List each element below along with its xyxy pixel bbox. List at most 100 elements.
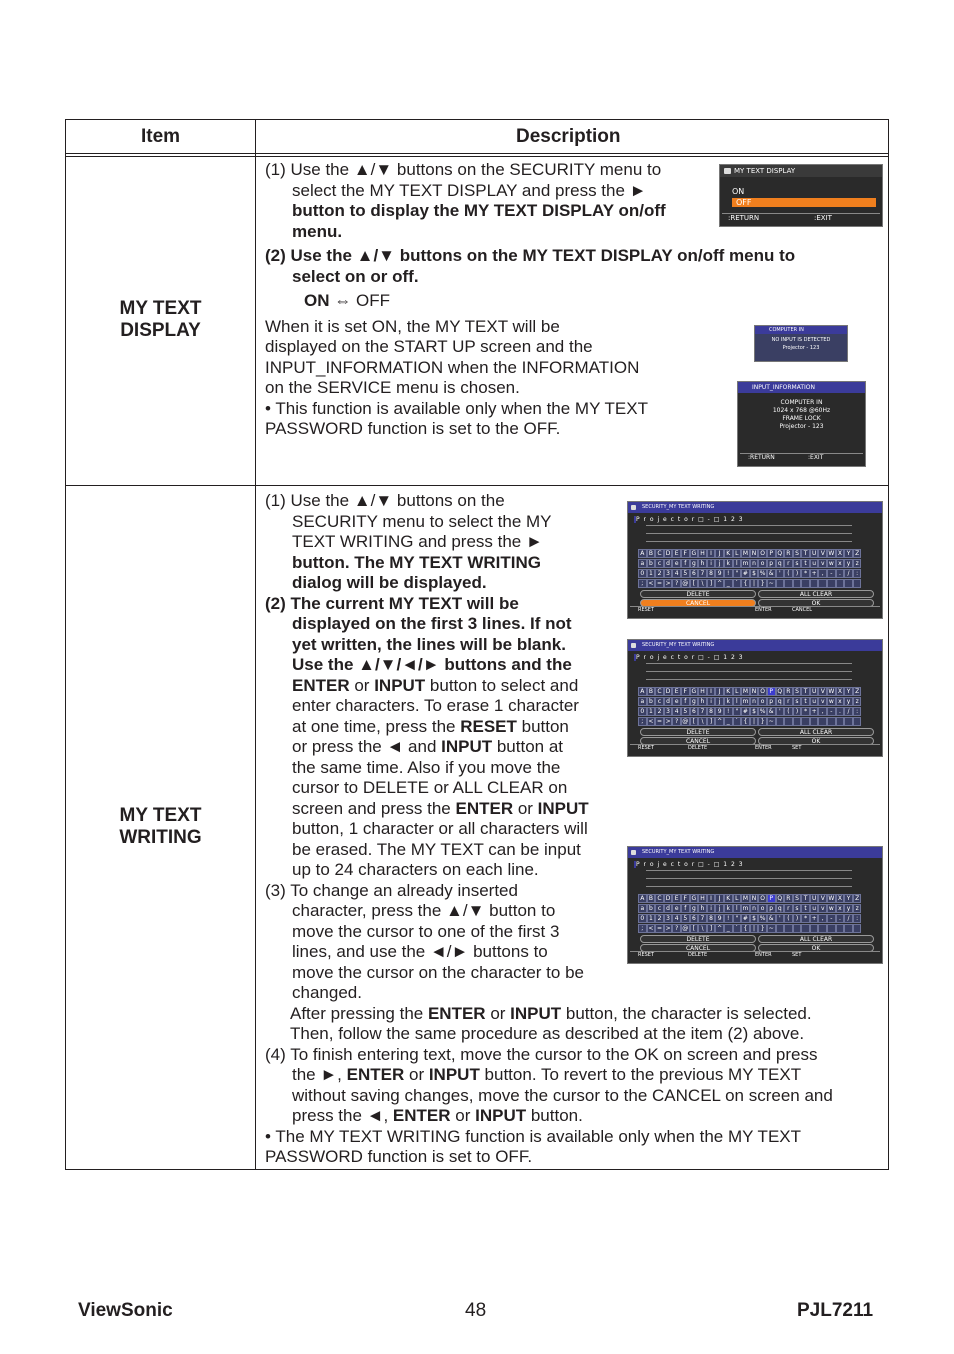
character-key: U <box>809 549 819 558</box>
character-key: ~ <box>766 924 776 933</box>
character-key: k <box>723 697 733 706</box>
character-key: r <box>784 559 793 568</box>
osd-title-bar: COMPUTER IN <box>755 326 847 334</box>
character-key: s <box>792 697 802 706</box>
character-key: g <box>689 904 699 913</box>
character-row: ;<=>?@[\]^_`{|}~ <box>638 579 874 589</box>
all-clear-button[interactable]: ALL CLEAR <box>758 590 874 598</box>
delete-button[interactable]: DELETE <box>640 590 756 598</box>
character-key: : <box>852 569 862 578</box>
character-key: z <box>852 559 862 568</box>
character-key <box>775 924 785 933</box>
all-clear-button[interactable]: ALL CLEAR <box>758 935 874 943</box>
osd-reset: RESET <box>638 607 655 613</box>
character-key: [ <box>689 579 699 588</box>
character-key: _ <box>723 717 733 726</box>
character-key: p <box>766 904 776 913</box>
character-key: { <box>741 924 750 933</box>
text-line-rule <box>646 878 852 879</box>
osd-cancel: CANCEL <box>792 607 813 613</box>
osd-title-bar: SECURITY_MY TEXT WRITING <box>628 847 882 858</box>
character-key: Z <box>852 687 862 696</box>
character-key: ' <box>775 569 785 578</box>
text-line: displayed on the START UP screen and the <box>265 337 593 356</box>
character-key: R <box>784 687 793 696</box>
character-key: e <box>672 697 681 706</box>
character-key: l <box>732 904 742 913</box>
character-key: H <box>698 687 707 696</box>
character-key: " <box>732 707 742 716</box>
character-key: ` <box>732 579 742 588</box>
character-key: o <box>758 904 767 913</box>
character-key: { <box>741 717 750 726</box>
text-line: displayed on the first 3 lines. If not <box>292 614 572 633</box>
character-key <box>809 717 819 726</box>
character-key: & <box>766 914 776 923</box>
character-key: n <box>749 697 759 706</box>
character-key: ? <box>672 924 681 933</box>
character-key: H <box>698 894 707 903</box>
character-key: 4 <box>672 569 681 578</box>
character-key: - <box>827 569 836 578</box>
text-run: press the ◄, <box>292 1106 393 1125</box>
character-key: A <box>638 687 647 696</box>
text-line: press the ◄, ENTER or INPUT button. <box>265 1106 833 1127</box>
character-key <box>835 924 845 933</box>
character-key: w <box>827 697 836 706</box>
text-line: without saving changes, move the cursor … <box>292 1085 833 1105</box>
character-key: C <box>655 894 664 903</box>
text-line: • The MY TEXT WRITING function is availa… <box>265 1126 802 1146</box>
character-key: _ <box>723 924 733 933</box>
character-key: D <box>663 549 673 558</box>
character-key: Q <box>775 549 785 558</box>
text-line: When it is set ON, the MY TEXT will be <box>265 316 560 336</box>
character-key: ! <box>723 914 733 923</box>
text-line: the same time. Also if you move the <box>292 757 561 777</box>
character-key: 2 <box>655 707 664 716</box>
character-key <box>852 579 862 588</box>
text-line: the ►, ENTER or INPUT button. To revert … <box>265 1065 833 1086</box>
character-key: i <box>706 904 716 913</box>
text-line: button to display the MY TEXT DISPLAY on… <box>292 201 666 220</box>
text-line: on the SERVICE menu is chosen. <box>265 378 520 397</box>
character-key <box>818 924 828 933</box>
text-line: TEXT WRITING and press the ► <box>292 532 543 551</box>
character-key: B <box>646 687 656 696</box>
character-key: E <box>672 894 681 903</box>
osd-text: P r o j e c t o r □ - □ 1 2 3 <box>636 516 744 523</box>
bold-term: ENTER <box>346 1065 405 1084</box>
character-key: 0 <box>638 707 647 716</box>
text-line-rule <box>646 663 852 664</box>
bold-term: ENTER <box>455 798 514 818</box>
character-key: e <box>672 904 681 913</box>
text-line-rule <box>646 533 852 534</box>
character-key: s <box>792 904 802 913</box>
character-key: P <box>766 549 776 558</box>
character-key <box>792 579 802 588</box>
text-line: be erased. The MY TEXT can be input <box>292 839 581 859</box>
character-key: 9 <box>715 707 724 716</box>
character-key: y <box>844 697 853 706</box>
character-key: Q <box>775 894 785 903</box>
text-run: the ►, <box>292 1065 347 1084</box>
delete-button[interactable]: DELETE <box>640 935 756 943</box>
delete-button[interactable]: DELETE <box>640 728 756 736</box>
character-key: j <box>715 559 724 568</box>
character-key: b <box>646 904 656 913</box>
all-clear-button[interactable]: ALL CLEAR <box>758 728 874 736</box>
character-key: m <box>741 697 750 706</box>
character-key: % <box>758 569 767 578</box>
text-line: character, press the ▲/▼ button to <box>292 901 556 920</box>
character-key: r <box>784 904 793 913</box>
header-rule-2 <box>66 156 888 157</box>
text-line: up to 24 characters on each line. <box>292 860 539 879</box>
character-key: % <box>758 914 767 923</box>
character-key: 8 <box>706 569 716 578</box>
character-key: H <box>698 549 707 558</box>
bold-term: ENTER <box>392 1106 451 1125</box>
character-key: ; <box>638 579 647 588</box>
character-key: x <box>835 559 845 568</box>
